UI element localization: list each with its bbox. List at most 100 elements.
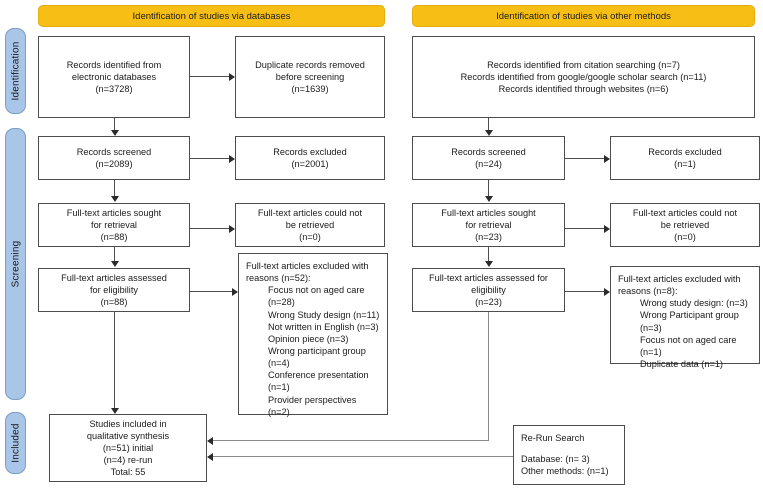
other-screened-line1: Records screened [451,146,526,157]
fulltext-sought-count: (n=88) [100,232,128,243]
arrowhead-other-screened-to-excluded [604,155,610,163]
connector-other-assessed-down [488,312,489,440]
excluded-reason: Focus not on aged care (n=1) [640,334,737,357]
excluded-reason: Duplicate data (n=1) [640,358,723,369]
other-excluded-heading-line2: reasons (n=8): [618,286,678,297]
excluded-reasons-list-databases: Focus not on aged care (n=28) Wrong Stud… [246,284,380,418]
stage-label-included: Included [10,423,21,463]
connector-screened-to-sought [114,180,115,197]
excluded-reason: Opinion piece (n=3) [268,333,349,344]
other-sought-line1: Full-text articles sought [441,207,536,218]
fulltext-sought-line2: for retrieval [91,219,137,230]
connector-screened-to-excluded [190,158,229,159]
excluded-reason: Conference presentation (n=1) [268,370,369,393]
arrowhead-assessed-to-included [111,408,119,414]
other-identified-line3: Records identified through websites (n=6… [498,84,669,95]
other-excluded-heading-line1: Full-text articles excluded with [618,274,741,284]
connector-sought-to-not-retrieved [190,228,229,229]
box-records-excluded-databases: Records excluded (n=2001) [235,136,385,180]
section-header-databases-label: Identification of studies via databases [132,10,291,22]
box-studies-included: Studies included in qualitative synthesi… [49,414,207,482]
duplicates-line1: Duplicate records removed [255,59,365,70]
box-fulltext-sought-databases: Full-text articles sought for retrieval … [38,203,190,247]
connector-other-screened-to-sought [488,180,489,197]
box-duplicate-records-removed: Duplicate records removed before screeni… [235,36,385,118]
studies-included-line1: Studies included in [89,418,167,429]
stage-label-screening: Screening [10,240,21,288]
arrowhead-screened-to-excluded [229,155,235,163]
connector-rerun-to-included [213,456,513,457]
excluded-reason: Wrong study design: (n=3) [640,298,748,309]
box-fulltext-excluded-other-methods: Full-text articles excluded with reasons… [610,266,760,369]
section-header-other-methods-label: Identification of studies via other meth… [496,10,671,22]
connector-other-assessed-to-included [213,440,489,441]
fulltext-not-retrieved-line1: Full-text articles could not [257,207,363,218]
box-fulltext-excluded-databases: Full-text articles excluded with reasons… [238,253,388,418]
fulltext-not-retrieved-count: (n=0) [299,232,321,243]
excluded-reason: Wrong Study design (n=11) [268,309,380,320]
other-identified-line2: Records identified from google/google sc… [460,71,707,82]
other-assessed-line1: Full-text articles assessed for [429,272,548,283]
arrowhead-sought-to-not-retrieved [229,225,235,233]
excluded-reason: Wrong participant group (n=4) [268,345,366,369]
other-assessed-line2: eligibility [471,284,506,295]
connector-assessed-to-included [114,312,115,409]
box-fulltext-assessed-databases: Full-text articles assessed for eligibil… [38,268,190,312]
box-records-screened-databases: Records screened (n=2089) [38,136,190,180]
box-rerun-search: Re-Run Search Database: (n= 3) Other met… [513,425,625,485]
rerun-search-database: Database: (n= 3) [521,454,590,465]
arrowhead-sought-to-assessed [111,261,119,267]
box-fulltext-not-retrieved-databases: Full-text articles could not be retrieve… [235,203,385,247]
fulltext-not-retrieved-line2: be retrieved [285,219,335,230]
records-screened-line1: Records screened [76,146,152,157]
box-records-excluded-other-methods: Records excluded (n=1) [610,136,760,180]
connector-other-sought-to-assessed [488,247,489,262]
records-screened-count: (n=2089) [95,159,133,169]
connector-assessed-to-excluded-databases [190,291,232,292]
other-not-retrieved-count: (n=0) [674,232,696,243]
records-excluded-count: (n=2001) [291,159,329,169]
connector-other-screened-to-excluded [565,158,604,159]
fulltext-assessed-count: (n=88) [100,297,128,308]
stage-band-included: Included [5,412,26,474]
records-identified-count: (n=3728) [95,84,133,95]
arrowhead-other-sought-to-not-retrieved [604,225,610,233]
duplicates-line2: before screening [275,71,345,82]
stage-band-identification: Identification [5,28,26,114]
duplicates-count: (n=1639) [291,84,329,95]
section-header-other-methods: Identification of studies via other meth… [412,5,755,27]
excluded-reason: Focus not on aged care (n=28) [268,285,365,308]
other-excluded-line1: Records excluded [648,146,722,157]
excluded-heading-line2: reasons (n=52): [246,273,311,284]
excluded-reason: Not written in English (n=3) [268,321,379,332]
other-sought-line2: for retrieval [465,219,512,230]
arrowhead-rerun-to-included [207,453,213,461]
other-not-retrieved-line1: Full-text articles could not [632,207,738,218]
connector-identified-to-screened [114,118,115,132]
arrowhead-screened-to-sought [111,196,119,202]
arrowhead-identified-to-duplicates [229,73,235,81]
arrowhead-other-assessed-to-included [207,437,213,445]
arrowhead-assessed-to-excluded-databases [232,288,238,296]
other-sought-count: (n=23) [475,232,502,243]
arrowhead-other-sought-to-assessed [485,261,493,267]
other-excluded-count: (n=1) [674,159,696,169]
studies-included-line4: (n=4) re-run [103,455,153,466]
excluded-reason: Provider perspectives (n=2) [268,394,357,417]
arrowhead-other-screened-to-sought [485,196,493,202]
arrowhead-other-identified-to-screened [485,130,493,136]
connector-other-sought-to-not-retrieved [565,228,604,229]
studies-included-line3: (n=51) initial [102,442,154,453]
studies-included-total: Total: 55 [110,467,146,478]
connector-sought-to-assessed [114,247,115,262]
stage-label-identification: Identification [10,41,21,101]
fulltext-assessed-line1: Full-text articles assessed [61,272,167,283]
excluded-heading-line1: Full-text articles excluded with [246,261,369,271]
arrowhead-identified-to-screened [111,130,119,136]
fulltext-sought-line1: Full-text articles sought [66,207,162,218]
section-header-databases: Identification of studies via databases [38,5,385,27]
stage-band-screening: Screening [5,128,26,400]
rerun-search-other-methods: Other methods: (n=1) [521,466,609,477]
connector-identified-to-duplicates [190,76,229,77]
